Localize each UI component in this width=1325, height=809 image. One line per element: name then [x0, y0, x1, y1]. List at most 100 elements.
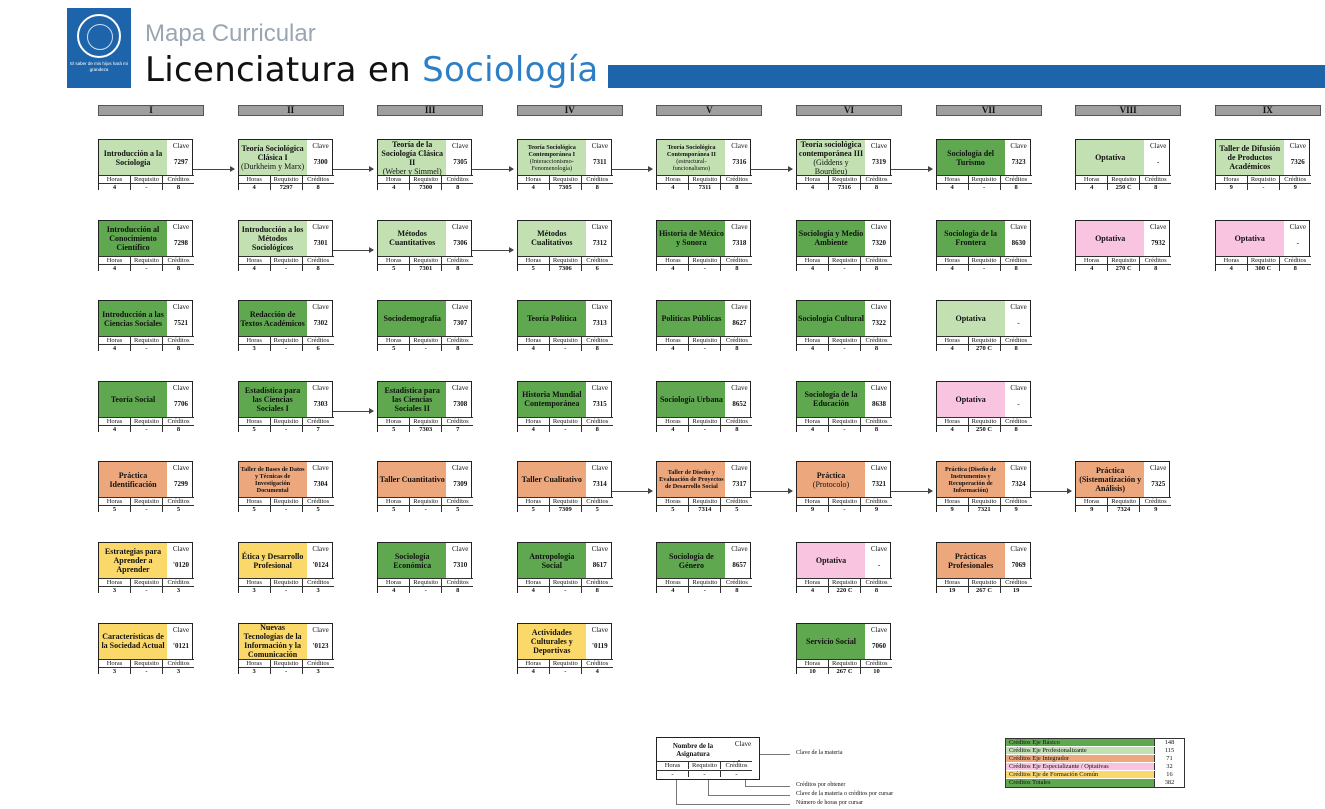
clave-value: 7298	[174, 238, 188, 247]
requisito-value: -	[131, 667, 163, 675]
semester-header-9: IX	[1214, 105, 1321, 116]
creditos-label: Créditos	[167, 337, 190, 345]
course-title: Teoría sociológica contemporánea III	[798, 139, 864, 158]
requisito-label: Requisito	[550, 498, 582, 506]
horas-value: 3	[239, 587, 271, 594]
creditos-label: Créditos	[167, 579, 190, 586]
course-title: Práctica	[816, 470, 846, 480]
course-card: Taller de Difusión de Productos Académic…	[1214, 139, 1311, 191]
clave-value: 7521	[174, 319, 188, 328]
horas-value: 5	[657, 506, 690, 513]
requisito-value: 267 C	[829, 667, 861, 675]
legend-creditos-label: Créditos	[725, 762, 748, 769]
requisito-label: Requisito	[1108, 176, 1141, 183]
course-values: 4-8	[517, 344, 613, 352]
requisito-value: -	[271, 425, 303, 433]
credits-value: 382	[1154, 779, 1184, 787]
course-title: Estadística para las Ciencias Sociales I	[244, 385, 301, 413]
requisito-value: -	[969, 184, 1001, 191]
horas-value: 4	[378, 587, 411, 594]
clave-value: '0124	[312, 561, 329, 569]
course-title: Introducción a las Ciencias Sociales	[102, 309, 164, 328]
course-values: 4-8	[936, 183, 1032, 191]
creditos-label: Créditos	[1005, 498, 1028, 506]
course-name: Nuevas Tecnologías de la Información y l…	[238, 623, 307, 659]
creditos-label: Créditos	[586, 659, 609, 667]
horas-value: 5	[239, 506, 271, 513]
course-name: Práctica Identificación	[99, 462, 167, 498]
creditos-value: 8	[595, 184, 599, 191]
course-card: Teoría sociológica contemporánea III(Gid…	[796, 139, 892, 191]
course-values: 4-8	[517, 586, 613, 594]
horas-label: Horas	[1076, 176, 1109, 183]
clave-value: 8638	[872, 399, 886, 408]
creditos-label: Créditos	[446, 417, 469, 425]
creditos-value: 3	[176, 587, 181, 594]
horas-label: Horas	[378, 579, 411, 586]
creditos-value: 8	[595, 425, 599, 433]
clave-value: -	[1296, 238, 1299, 247]
prerequisite-arrow	[472, 166, 514, 172]
course-values: 4-4	[517, 666, 613, 675]
creditos-label: Créditos	[1284, 256, 1307, 264]
clave-label: Clave	[1010, 383, 1027, 392]
horas-label: Horas	[937, 417, 969, 425]
legend-clave-label: Clave	[734, 740, 752, 748]
clave-label: Clave	[1150, 142, 1167, 150]
creditos-label: Créditos	[725, 176, 748, 183]
requisito-value: 7314	[689, 506, 722, 513]
course-name: Optativa	[1076, 220, 1145, 256]
course-title: Optativa	[1234, 233, 1265, 243]
requisito-value: 7321	[969, 506, 1001, 513]
horas-label: Horas	[518, 659, 550, 667]
horas-value: 9	[1076, 506, 1109, 513]
requisito-label: Requisito	[131, 579, 163, 586]
creditos-label: Créditos	[446, 176, 469, 183]
requisito-value: -	[410, 345, 443, 352]
horas-value: 4	[657, 184, 690, 191]
semester-header-7: VII	[935, 105, 1042, 116]
creditos-value: 8	[735, 345, 739, 353]
clave-label: Clave	[1289, 222, 1306, 231]
creditos-label: Créditos	[865, 176, 888, 183]
horas-label: Horas	[657, 256, 690, 264]
clave-value: 7313	[592, 319, 607, 328]
creditos-label: Créditos	[586, 498, 609, 506]
clave-label: Clave	[172, 464, 190, 473]
horas-label: Horas	[657, 498, 690, 506]
horas-label: Horas	[797, 256, 829, 264]
creditos-value: 8	[874, 587, 879, 594]
course-title: Características de la Sociedad Actual	[101, 632, 165, 651]
horas-label: Horas	[378, 256, 411, 264]
requisito-label: Requisito	[410, 579, 443, 586]
prerequisite-arrow	[891, 166, 933, 172]
horas-value: 10	[797, 667, 829, 675]
program-title-prefix: Licenciatura en	[145, 50, 423, 90]
requisito-value: -	[271, 264, 303, 272]
requisito-value: -	[550, 345, 582, 352]
clave-label: Clave	[312, 222, 329, 231]
requisito-value: -	[689, 345, 722, 352]
horas-value: 4	[518, 587, 550, 594]
horas-label: Horas	[797, 498, 829, 506]
horas-value: 5	[378, 345, 411, 352]
clave-value: 7302	[313, 319, 328, 328]
creditos-label: Créditos	[307, 498, 330, 506]
clave-value: 7303	[313, 399, 328, 408]
